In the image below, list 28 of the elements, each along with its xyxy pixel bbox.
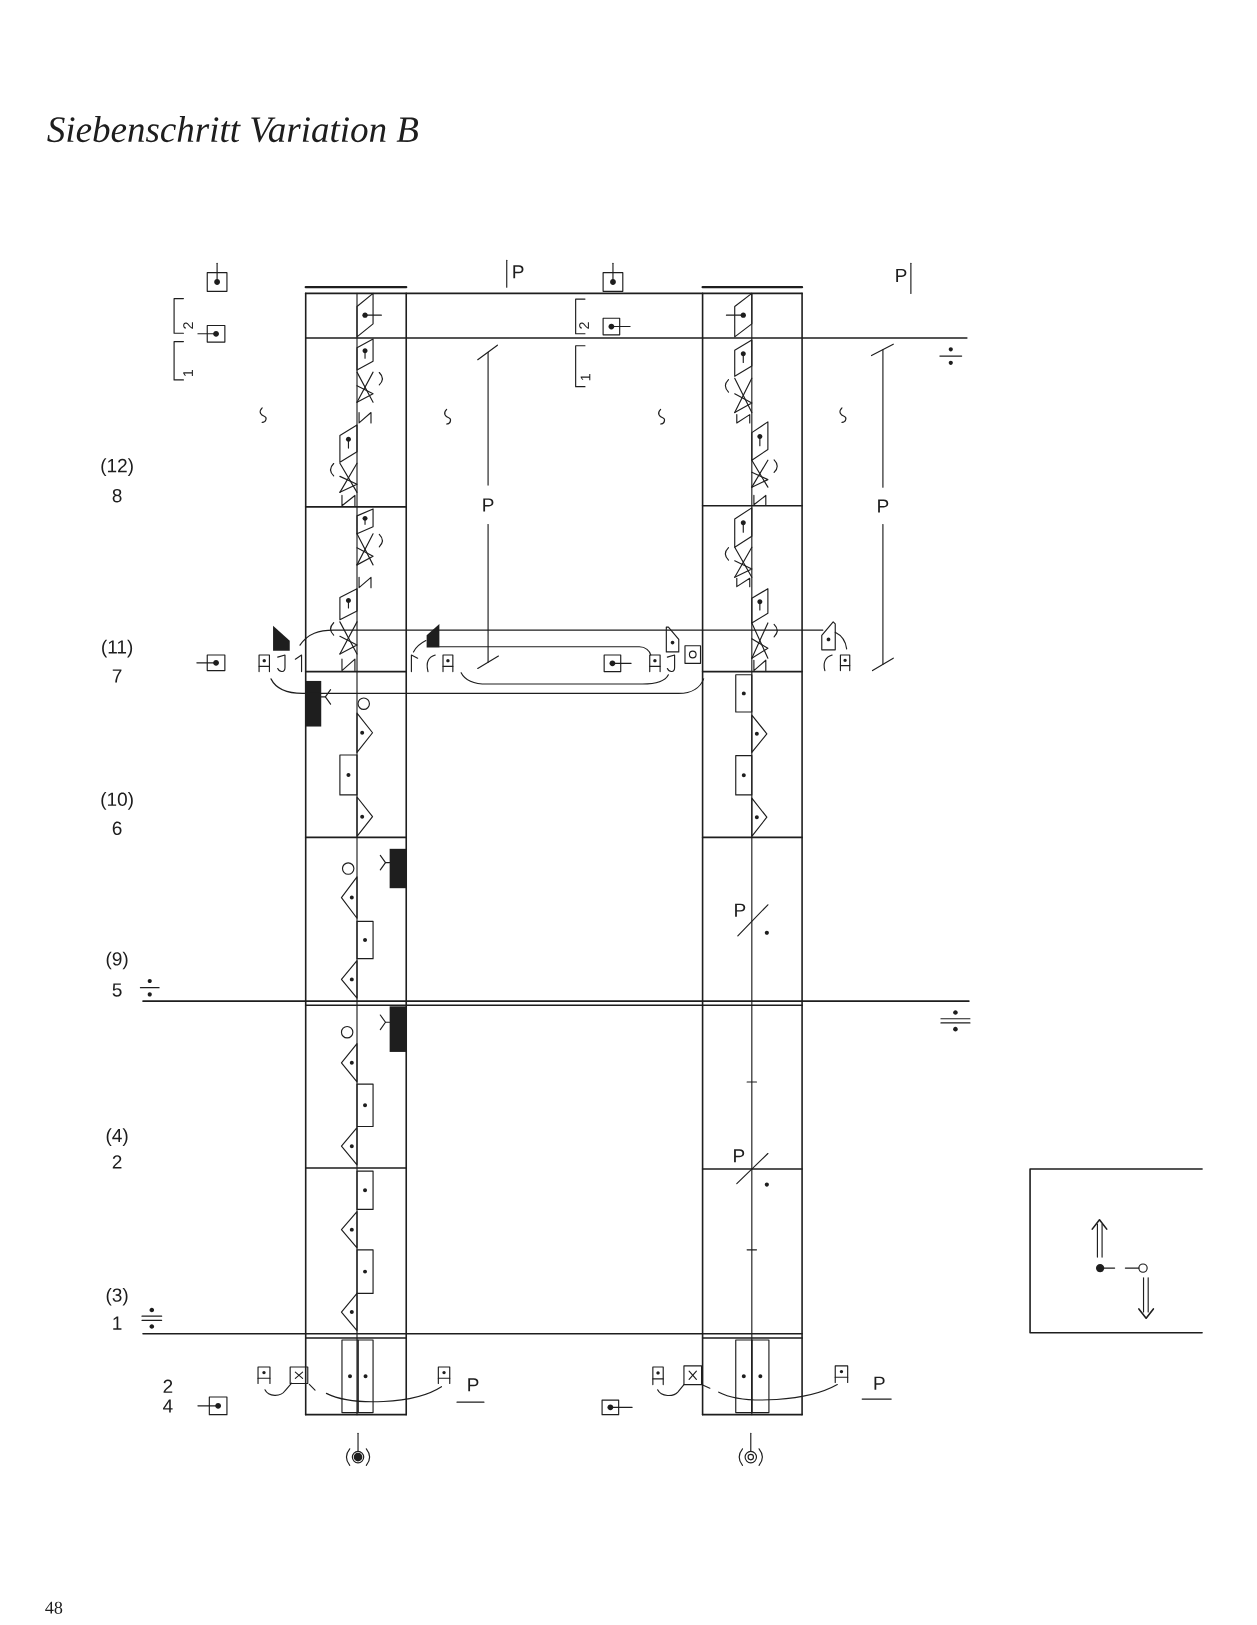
bracket-number: 1: [580, 374, 591, 381]
measure-number: (4): [106, 1128, 128, 1147]
title: Siebenschritt Variation B: [47, 116, 419, 143]
measure-number: 5: [112, 983, 122, 997]
bracket-number: 1: [183, 369, 193, 376]
letter-label: P: [483, 498, 494, 512]
bracket-number: 2: [579, 322, 589, 329]
measure-number: (12): [101, 458, 133, 477]
measure-number: (11): [102, 639, 133, 658]
time-signature: 4: [163, 1399, 173, 1413]
letter-label: P: [896, 268, 907, 282]
bracket-number: 2: [183, 322, 193, 329]
measure-number: (10): [101, 792, 133, 810]
letter-label: P: [513, 265, 524, 279]
letter-label: P: [735, 903, 746, 917]
measure-number: (3): [106, 1287, 128, 1306]
measure-number: (9): [106, 951, 128, 970]
measure-number: 8: [112, 488, 122, 503]
letter-label: P: [734, 1149, 745, 1163]
measure-number: 2: [112, 1155, 122, 1169]
letter-label: P: [878, 499, 889, 513]
measure-number: 6: [112, 821, 122, 835]
letter-label: P: [874, 1376, 885, 1390]
measure-number: 1: [113, 1316, 122, 1330]
time-signature: 2: [163, 1379, 173, 1393]
letter-label: P: [468, 1378, 479, 1392]
page-number: 48: [45, 1601, 63, 1614]
measure-number: 7: [112, 669, 122, 683]
